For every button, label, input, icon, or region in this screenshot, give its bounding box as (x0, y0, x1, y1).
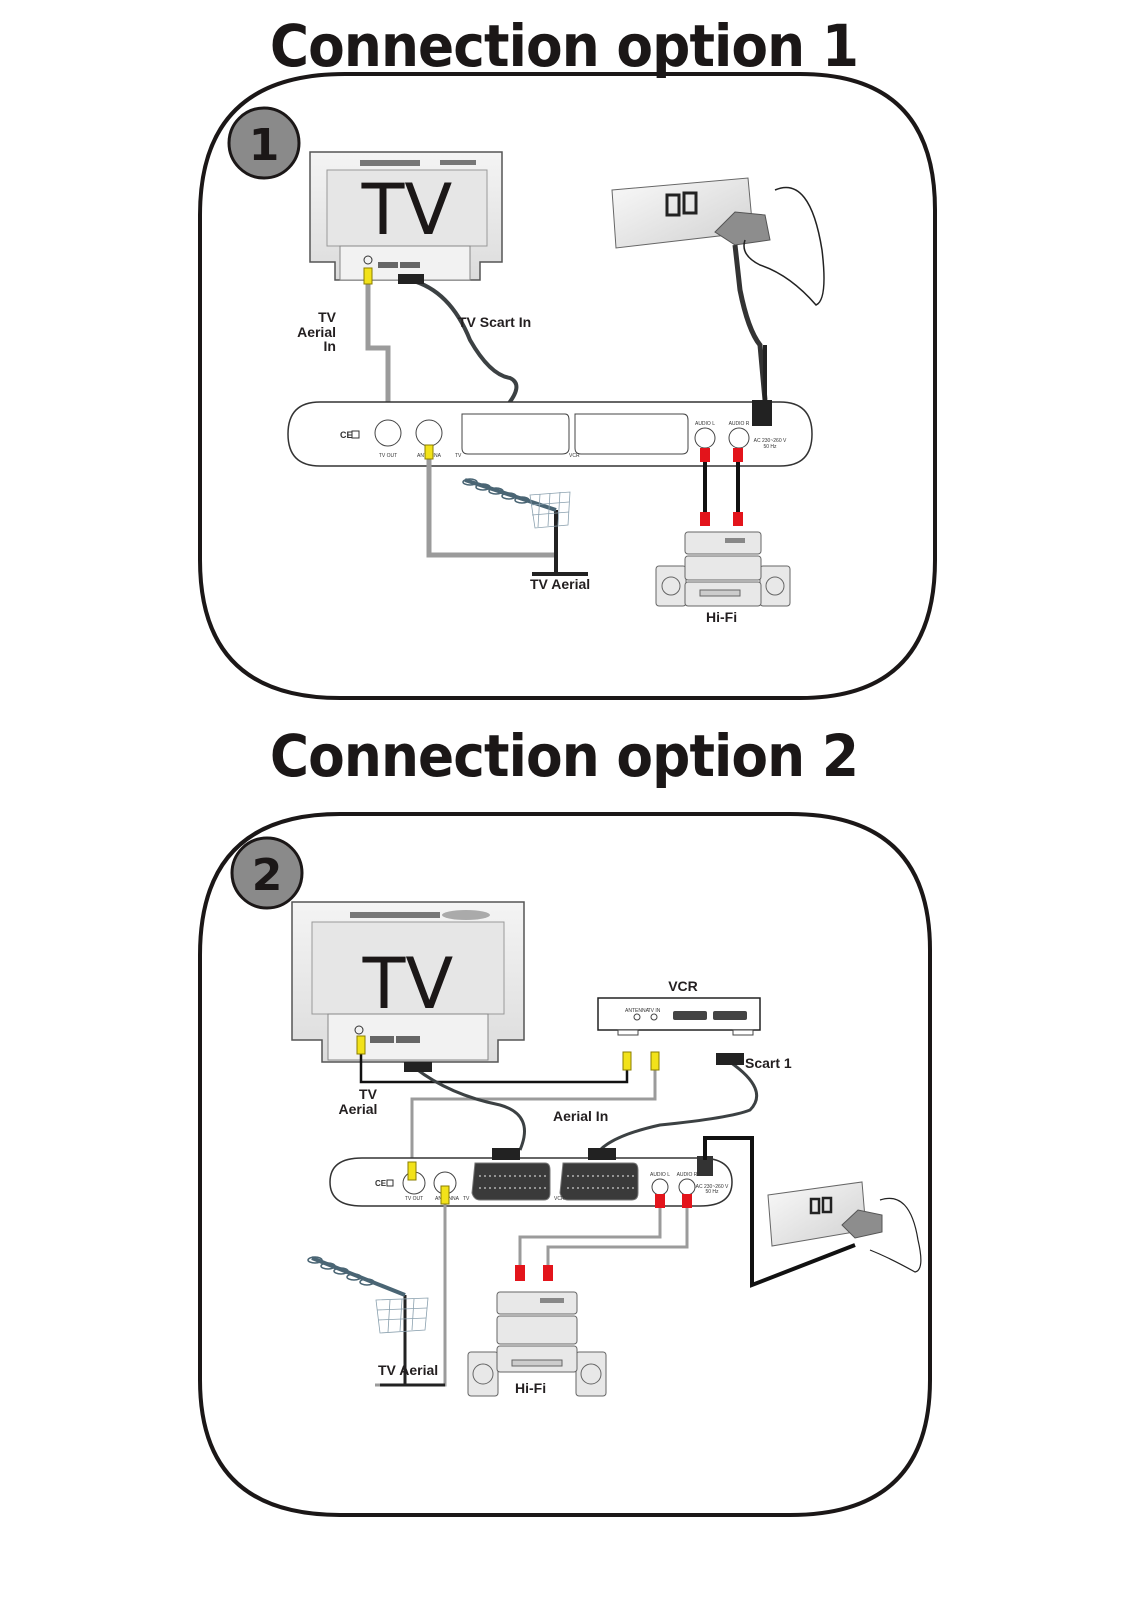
tv-aerial-antenna (462, 478, 588, 576)
panel-frame (198, 812, 932, 1517)
hifi-label: Hi-Fi (706, 609, 737, 625)
svg-text:TV: TV (463, 1196, 470, 1202)
rca-plug-red (733, 512, 743, 526)
svg-text:50 Hz: 50 Hz (763, 444, 777, 450)
svg-text:AUDIO R: AUDIO R (729, 421, 750, 427)
rca-plug-red (655, 1194, 665, 1208)
scart-plug (404, 1062, 432, 1072)
tv-rear: TV (291, 901, 525, 1063)
tv-aerial-label: TV Aerial (530, 576, 590, 592)
rca-plug-red (700, 448, 710, 462)
receiver-rear-panel: CE TV OUT ANTENNA TV VCR AUDIO L AUDIO R… (329, 1156, 733, 1207)
tv-aerial-label: TV Aerial (378, 1362, 438, 1378)
rca-plug-yellow (622, 1051, 632, 1071)
svg-text:CE: CE (375, 1179, 387, 1188)
vcr-scart-cable (598, 1060, 759, 1152)
svg-text:AUDIO L: AUDIO L (650, 1172, 670, 1178)
wall-socket-with-plug (611, 177, 825, 401)
antenna-cable (426, 450, 556, 558)
svg-text:VCR: VCR (569, 453, 580, 459)
rca-plug-yellow (424, 444, 434, 460)
tv-to-vcr-aerial-cable (359, 1050, 629, 1084)
rca-plug-yellow (650, 1051, 660, 1071)
vcr-label: VCR (668, 978, 698, 994)
tv-label: TV (362, 943, 454, 1025)
rca-plug-red (682, 1194, 692, 1208)
scart-1-label: Scart 1 (745, 1055, 792, 1071)
tv-rear: TV (309, 151, 503, 281)
wall-socket-with-plug (767, 1181, 922, 1273)
panel-frame (198, 72, 937, 700)
connection-option-1-diagram: 1 TV CE TV OUT ANTENNA (198, 72, 937, 700)
audio-cable-right (546, 1200, 689, 1268)
vcr-scart-socket (559, 1162, 639, 1201)
scart-plug (398, 274, 424, 284)
diagram-1-title: Connection option 1 (269, 12, 859, 80)
step-badge-2: 2 (230, 836, 304, 910)
scart-plug (716, 1053, 744, 1065)
hifi-system (467, 1291, 607, 1397)
tv-aerial-connection-label: TV (359, 1086, 378, 1102)
rca-plug-red (700, 512, 710, 526)
svg-text:ANTENNA: ANTENNA (625, 1008, 650, 1014)
svg-text:TV OUT: TV OUT (405, 1196, 423, 1202)
svg-text:VCR: VCR (554, 1196, 565, 1202)
scart-plug (492, 1148, 520, 1160)
tv-label: TV (361, 169, 453, 251)
tv-aerial-antenna (307, 1256, 445, 1387)
svg-text:CE: CE (340, 430, 353, 440)
diagram-2-title: Connection option 2 (269, 722, 859, 790)
hifi-system (655, 531, 791, 607)
tv-aerial-in-cable (365, 280, 391, 408)
tv-aerial-in-label: TV (318, 309, 337, 325)
connection-option-2-diagram: 2 TV ANTENNA TV IN CE T (198, 812, 932, 1517)
rca-plug-yellow (356, 1035, 366, 1055)
tv-scart-cable (409, 278, 519, 410)
svg-text:AUDIO R: AUDIO R (677, 1172, 698, 1178)
svg-text:TV OUT: TV OUT (379, 453, 397, 459)
tv-aerial-in-label: In (324, 338, 336, 354)
rca-plug-red (543, 1265, 553, 1281)
audio-cable-left (518, 1200, 662, 1268)
rca-plug-red (733, 448, 743, 462)
svg-text:AC 230~260 V: AC 230~260 V (696, 1184, 729, 1190)
svg-text:2: 2 (252, 850, 283, 901)
aerial-in-label: Aerial In (553, 1108, 608, 1124)
rca-plug-yellow (363, 267, 373, 285)
step-badge-1: 1 (227, 106, 301, 180)
vcr-rear: ANTENNA TV IN (597, 997, 761, 1036)
svg-text:1: 1 (249, 120, 280, 171)
tv-aerial-in-label: Aerial (297, 324, 336, 340)
svg-text:50 Hz: 50 Hz (705, 1189, 719, 1195)
tv-scart-in-label: TV Scart In (458, 314, 531, 330)
tv-scart-cable (414, 1066, 526, 1151)
power-cable (703, 1136, 856, 1288)
svg-text:AC 230~260 V: AC 230~260 V (754, 438, 787, 444)
vcr-to-receiver-aerial-cable (410, 1068, 657, 1170)
svg-text:TV: TV (455, 453, 462, 459)
hifi-label: Hi-Fi (515, 1380, 546, 1396)
receiver-rear-panel: CE TV OUT ANTENNA TV VCR AUDIO L AUDIO R… (287, 400, 813, 467)
rca-plug-red (515, 1265, 525, 1281)
rca-plug-yellow (407, 1161, 417, 1181)
scart-plug (588, 1148, 616, 1160)
svg-text:AUDIO L: AUDIO L (695, 421, 715, 427)
rca-plug-yellow (440, 1185, 450, 1205)
svg-text:TV IN: TV IN (648, 1008, 661, 1014)
tv-scart-socket (471, 1162, 551, 1201)
tv-aerial-connection-label: Aerial (339, 1101, 378, 1117)
